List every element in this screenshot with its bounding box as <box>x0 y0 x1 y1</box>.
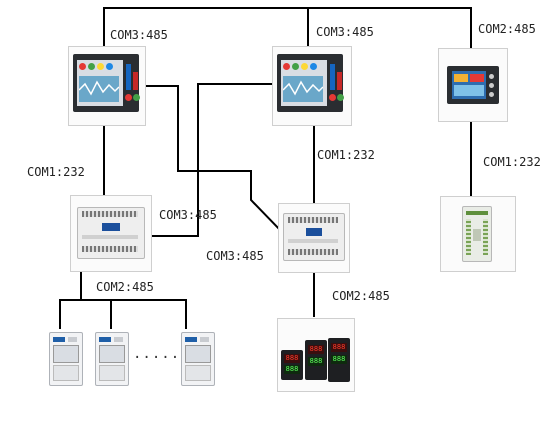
wire-cross-b <box>145 83 276 237</box>
inverter-2 <box>95 332 131 388</box>
wire-cross-a <box>139 85 284 234</box>
drive-bus-wire <box>59 299 187 329</box>
label-com3-mid-hmi: COM3:485 <box>316 25 374 39</box>
more-inverters-ellipsis: ...... <box>133 346 190 362</box>
frequency-inverter-icon <box>95 332 129 386</box>
inverter-3 <box>181 332 217 388</box>
temperature-controllers: 888 888 888 888 888 888 <box>277 318 355 392</box>
plc-middle <box>278 203 350 273</box>
hmi-touch-panel-icon <box>73 54 140 112</box>
label-com2-right-hmi: COM2:485 <box>478 22 536 36</box>
hmi-touch-panel-icon <box>277 54 344 112</box>
label-com1-mid: COM1:232 <box>317 148 375 162</box>
frequency-inverter-icon <box>181 332 215 386</box>
label-com1-left: COM1:232 <box>27 165 85 179</box>
hmi-touch-panel-icon <box>447 66 499 104</box>
label-com3-left-hmi: COM3:485 <box>110 28 168 42</box>
label-com2-left-plc: COM2:485 <box>96 280 154 294</box>
plc-left <box>70 195 152 272</box>
label-com3-cross-a: COM3:485 <box>159 208 217 222</box>
hmi-right <box>438 48 508 122</box>
hmi-left <box>68 46 146 126</box>
temperature-controller-icon: 888 888 888 888 888 888 <box>277 318 353 390</box>
inverter-1 <box>49 332 85 388</box>
hmi-middle <box>272 46 352 126</box>
plc-right <box>440 196 516 272</box>
label-com1-right: COM1:232 <box>483 155 541 169</box>
label-com2-mid-plc: COM2:485 <box>332 289 390 303</box>
top-bus-wire <box>103 7 472 51</box>
label-com3-cross-b: COM3:485 <box>206 249 264 263</box>
plc-controller-icon <box>462 206 492 262</box>
plc-controller-icon <box>283 213 345 261</box>
frequency-inverter-icon <box>49 332 83 386</box>
plc-controller-icon <box>77 207 145 259</box>
